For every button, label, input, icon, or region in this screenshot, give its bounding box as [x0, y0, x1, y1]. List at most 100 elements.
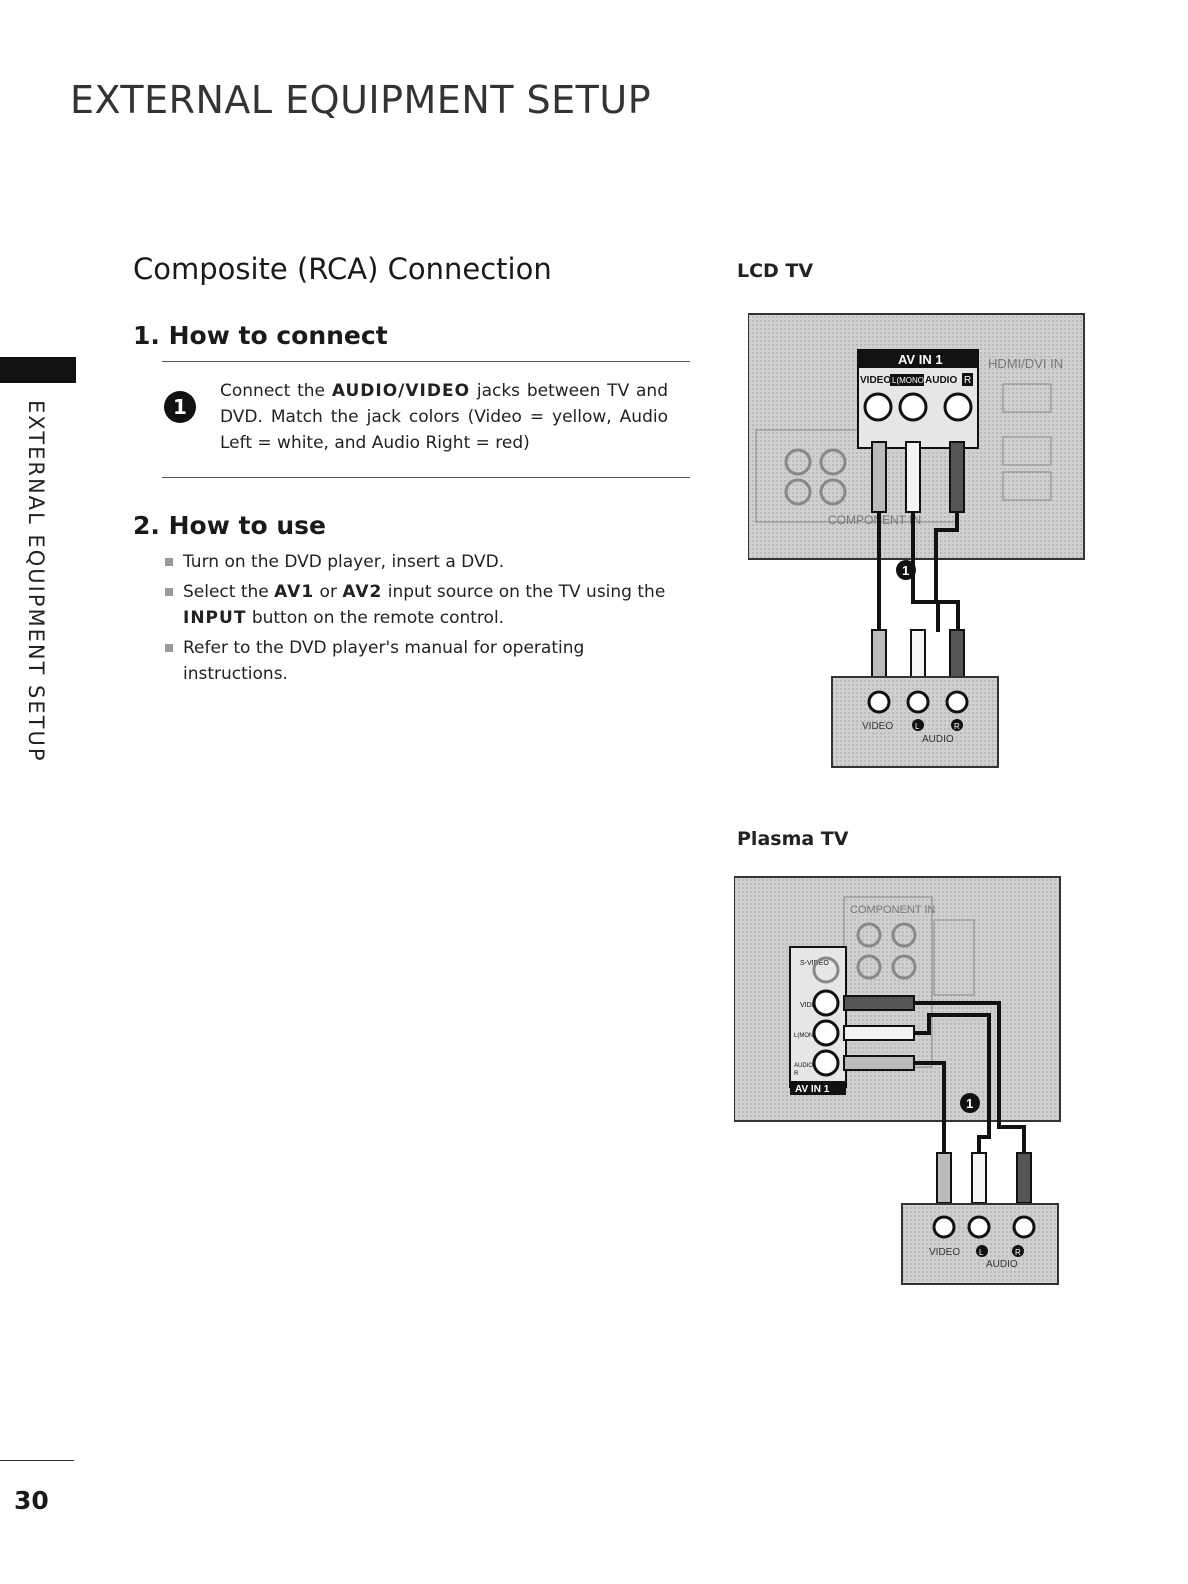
rca-plug-audio-r	[949, 441, 965, 513]
side-tab-marker	[0, 357, 76, 383]
jack-label-mono-bg	[890, 374, 924, 386]
dvd-r-label: R	[954, 722, 960, 731]
list-item: Select the AV1 or AV2 input source on th…	[163, 579, 683, 631]
connect-text-before: Connect the	[220, 381, 332, 401]
hdmi-port	[1002, 471, 1052, 501]
dvd-video-jack-icon	[932, 1215, 956, 1239]
jack-icon	[819, 448, 847, 476]
section-title: Composite (RCA) Connection	[133, 252, 552, 286]
plasma-connection-diagram: COMPONENT IN AV IN 1 S-VIDEO VIDEO L(MON…	[734, 876, 1061, 1285]
dvd-video-label: VIDEO	[929, 1247, 960, 1258]
rca-plug-audio-r-dvd	[949, 629, 965, 683]
video-jack-icon	[812, 989, 840, 1017]
jack-label-video: VIDEO	[860, 375, 891, 386]
how-to-use-list: Turn on the DVD player, insert a DVD. Se…	[163, 549, 683, 691]
audio-r-cable	[914, 1061, 946, 1157]
jack-icon	[856, 922, 882, 948]
jack-icon	[891, 954, 917, 980]
how-to-connect-heading: 1. How to connect	[133, 321, 388, 350]
side-port-block	[933, 919, 975, 996]
list-item-text: Refer to the DVD player's manual for ope…	[183, 638, 585, 684]
rca-plug-audio-r	[843, 1055, 915, 1071]
dvd-audio-l-jack-icon	[906, 690, 930, 714]
list-item-text: Select the	[183, 582, 275, 602]
audio-l-jack-icon	[898, 392, 928, 422]
rca-plug-video	[843, 995, 915, 1011]
jack-icon	[856, 954, 882, 980]
jack-label-mono: L(MONO)	[892, 376, 927, 385]
list-item: Refer to the DVD player's manual for ope…	[163, 635, 683, 687]
dvd-video-jack-icon	[867, 690, 891, 714]
divider	[162, 361, 690, 362]
component-label: COMPONENT IN	[850, 904, 935, 916]
rca-plug-video-dvd	[936, 1152, 952, 1204]
divider	[162, 477, 690, 478]
side-tab-text: EXTERNAL EQUIPMENT SETUP	[24, 400, 48, 763]
dvd-video-label: VIDEO	[862, 721, 893, 732]
rca-plug-audio-l	[905, 441, 921, 513]
rca-plug-audio-l-dvd	[910, 629, 926, 683]
step-number-badge: 1	[164, 391, 196, 423]
list-item-text: button on the remote control.	[246, 608, 505, 628]
jack-label-r: R	[964, 375, 971, 386]
dvd-l-badge	[976, 1245, 988, 1257]
av-in-label: AV IN 1	[898, 352, 943, 367]
list-item-text: input source on the TV using the	[382, 582, 666, 602]
rca-plug-audio-l-dvd	[971, 1152, 987, 1204]
audio-r-cable	[934, 512, 960, 632]
dvd-r-badge	[1012, 1245, 1024, 1257]
dvd-l-label: L	[915, 722, 920, 731]
dvd-audio-label: AUDIO	[922, 734, 954, 745]
list-item-bold: INPUT	[183, 608, 247, 628]
s-video-jack-icon	[812, 956, 840, 984]
lcd-tv-label: LCD TV	[737, 260, 814, 282]
callout-number: 1	[902, 563, 909, 578]
list-item: Turn on the DVD player, insert a DVD.	[163, 549, 683, 575]
dvd-audio-l-jack-icon	[967, 1215, 991, 1239]
hdmi-label: HDMI/DVI IN	[988, 356, 1063, 371]
component-label: COMPONENT IN	[828, 513, 921, 527]
jack-icon	[784, 478, 812, 506]
callout-number: 1	[966, 1096, 973, 1111]
bullet-icon	[165, 644, 173, 652]
dvd-r-label: R	[1015, 1248, 1021, 1257]
jack-icon	[784, 448, 812, 476]
dvd-audio-r-jack-icon	[1012, 1215, 1036, 1239]
av-in-header	[790, 1081, 846, 1095]
connect-text-after: jacks between TV and DVD. Match the jack…	[220, 381, 668, 453]
dvd-l-badge	[912, 719, 924, 731]
audio-l-jack-icon	[812, 1019, 840, 1047]
jack-icon	[891, 922, 917, 948]
connect-bold-av: AUDIO/VIDEO	[331, 381, 471, 401]
page-title: EXTERNAL EQUIPMENT SETUP	[70, 78, 652, 122]
av-in-header	[858, 350, 978, 368]
bullet-icon	[165, 558, 173, 566]
dvd-r-badge	[951, 719, 963, 731]
r-label: R	[794, 1071, 799, 1077]
jack-icon	[819, 478, 847, 506]
list-item-bold: AV2	[342, 582, 383, 602]
audio-r-jack-icon	[943, 392, 973, 422]
audio-label: AUDIO	[794, 1063, 813, 1069]
side-tab-label: EXTERNAL EQUIPMENT SETUP	[20, 400, 60, 763]
hdmi-port	[1002, 383, 1052, 413]
list-item-text: or	[314, 582, 343, 602]
rca-plug-audio-r-dvd	[1016, 1152, 1032, 1204]
audio-l-cable	[911, 512, 940, 632]
audio-r-jack-icon	[812, 1049, 840, 1077]
l-mono-label: L(MONO)	[794, 1033, 820, 1039]
lcd-connection-diagram: COMPONENT IN HDMI/DVI IN AV IN 1 VIDEO L…	[748, 313, 1085, 768]
list-item-text: Turn on the DVD player, insert a DVD.	[183, 552, 505, 572]
jack-label-audio: AUDIO	[925, 375, 957, 386]
audio-l-cable	[914, 1013, 991, 1157]
how-to-use-heading: 2. How to use	[133, 511, 326, 540]
list-item-bold: AV1	[274, 582, 315, 602]
hdmi-port	[1002, 436, 1052, 466]
dvd-audio-r-jack-icon	[945, 690, 969, 714]
rca-plug-video-dvd	[871, 629, 887, 683]
callout-badge	[896, 560, 916, 580]
rca-plug-video	[871, 441, 887, 513]
connect-instruction: Connect the AUDIO/VIDEO jacks between TV…	[220, 378, 668, 456]
jack-label-r-bg	[962, 373, 973, 386]
footer-divider	[0, 1460, 74, 1461]
